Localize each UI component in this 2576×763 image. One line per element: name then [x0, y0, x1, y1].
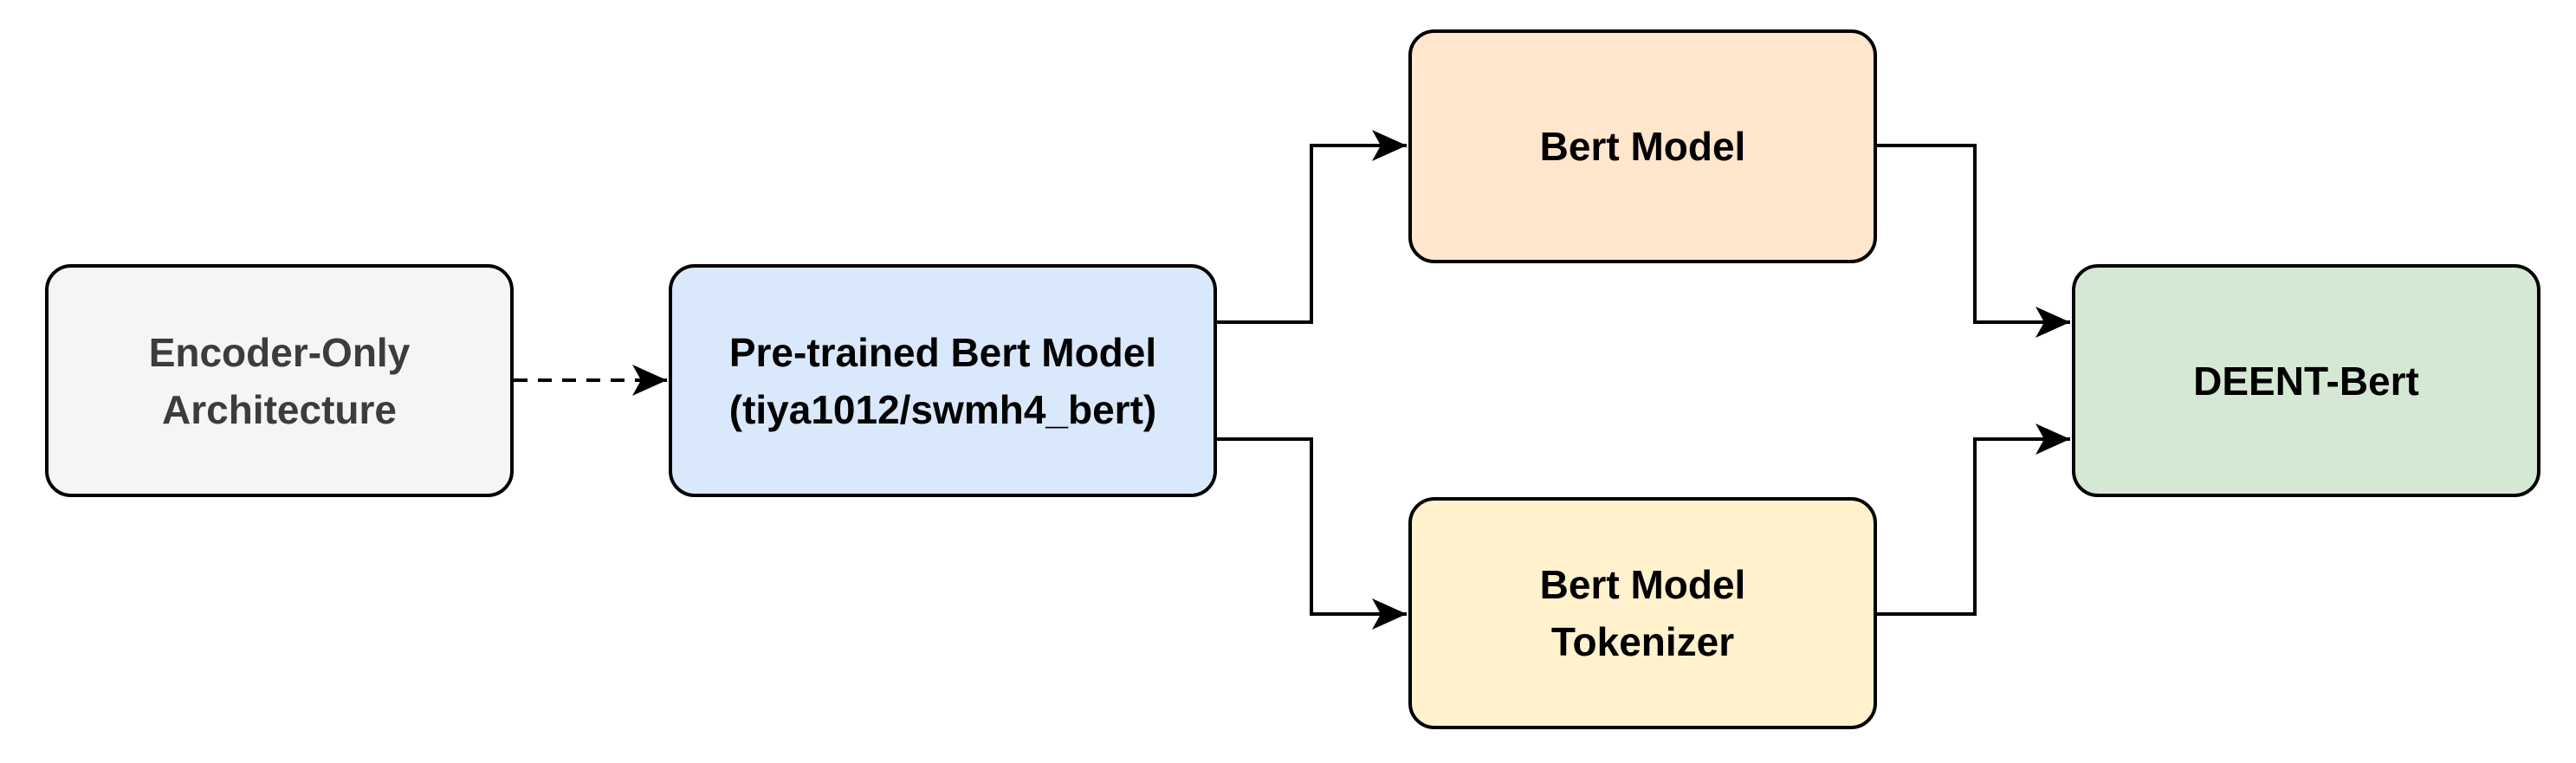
bert-tokenizer-label-line-1: Bert Model — [1539, 562, 1746, 607]
edge-tokenizer-to-deent — [1877, 424, 2070, 616]
bert-model-label: Bert Model — [1531, 118, 1755, 175]
pretrained-bert-node: Pre-trained Bert Model (tiya1012/swmh4_b… — [669, 264, 1217, 497]
edge-pretrained-to-bertmodel — [1217, 130, 1407, 324]
encoder-only-label-line-1: Encoder-Only — [148, 329, 411, 375]
deent-bert-node: DEENT-Bert — [2072, 264, 2540, 497]
pretrained-bert-label: Pre-trained Bert Model (tiya1012/swmh4_b… — [721, 324, 1165, 438]
bert-tokenizer-label: Bert Model Tokenizer — [1531, 556, 1755, 670]
bert-tokenizer-node: Bert Model Tokenizer — [1408, 497, 1877, 729]
edge-bertmodel-to-deent — [1877, 144, 2070, 338]
encoder-only-label: Encoder-Only Architecture — [140, 324, 419, 438]
encoder-only-node: Encoder-Only Architecture — [45, 264, 514, 497]
deent-bert-label: DEENT-Bert — [2184, 352, 2428, 410]
deent-bert-label-line-1: DEENT-Bert — [2193, 358, 2419, 404]
bert-model-label-line-1: Bert Model — [1539, 124, 1746, 169]
pretrained-bert-label-line-1: Pre-trained Bert Model — [728, 329, 1157, 375]
encoder-only-label-line-2: Architecture — [162, 386, 397, 432]
edge-pretrained-to-tokenizer — [1217, 437, 1407, 630]
bert-tokenizer-label-line-2: Tokenizer — [1550, 619, 1735, 664]
pretrained-bert-label-line-2: (tiya1012/swmh4_bert) — [728, 386, 1157, 432]
bert-model-node: Bert Model — [1408, 29, 1877, 263]
